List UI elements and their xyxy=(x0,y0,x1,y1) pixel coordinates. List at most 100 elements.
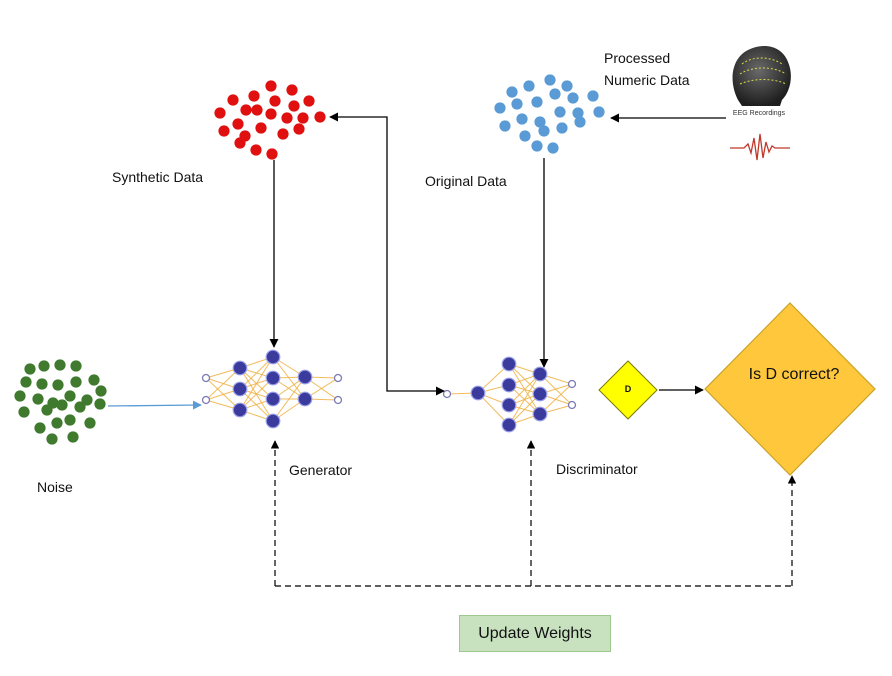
original-data-point xyxy=(531,140,543,152)
synthetic-data-point xyxy=(288,100,300,112)
neuron xyxy=(501,397,517,413)
original-data-point xyxy=(593,106,605,118)
io-node xyxy=(567,379,577,389)
network-connection xyxy=(239,356,274,411)
original-data-point xyxy=(561,80,573,92)
synthetic-data-point xyxy=(293,123,305,135)
original-data-point xyxy=(511,98,523,110)
original-data-point xyxy=(567,92,579,104)
neuron xyxy=(265,349,281,365)
noise-data-point xyxy=(74,401,86,413)
original-data-point xyxy=(506,86,518,98)
neuron xyxy=(232,360,248,376)
processed-label-line1: Processed xyxy=(604,50,671,66)
neuron xyxy=(501,356,517,372)
synthetic-data-point xyxy=(266,148,278,160)
eeg-recordings-caption: EEG Recordings xyxy=(732,110,786,117)
noise-data-point xyxy=(88,374,100,386)
original-data-point xyxy=(534,116,546,128)
original-data-point xyxy=(519,130,531,142)
neuron xyxy=(532,386,548,402)
noise-data-point xyxy=(51,417,63,429)
synthetic-data-point xyxy=(227,94,239,106)
neuron xyxy=(297,369,313,385)
generator-network xyxy=(201,349,343,429)
original-data-point xyxy=(531,96,543,108)
synthetic-data-point xyxy=(218,125,230,137)
io-node xyxy=(567,400,577,410)
original-data-point xyxy=(523,80,535,92)
decision-label: Is D correct? xyxy=(748,366,840,383)
synthetic-data-point xyxy=(269,95,281,107)
original-data-point xyxy=(549,88,561,100)
noise-data-point xyxy=(18,406,30,418)
neuron xyxy=(501,417,517,433)
eeg-head-icon xyxy=(732,46,791,106)
noise-data-point xyxy=(95,385,107,397)
synthetic-data-point xyxy=(251,104,263,116)
io-node xyxy=(333,373,343,383)
noise-data-point xyxy=(52,379,64,391)
original-data-point xyxy=(538,125,550,137)
original-data-point xyxy=(516,113,528,125)
noise-data-point xyxy=(67,431,79,443)
processed-numeric-data-label: Processed Numeric Data xyxy=(604,47,724,91)
noise-data-point xyxy=(70,376,82,388)
neuron xyxy=(232,402,248,418)
io-node xyxy=(442,389,452,399)
synthetic-data-point xyxy=(281,112,293,124)
network-connection xyxy=(477,392,510,426)
original-data-point xyxy=(554,106,566,118)
noise-data-point xyxy=(20,376,32,388)
d-output-diamond xyxy=(598,360,658,420)
arrow-synthetic-to-discriminator xyxy=(329,112,445,396)
synthetic-data-point xyxy=(240,104,252,116)
discriminator-label: Discriminator xyxy=(556,461,638,477)
noise-data-point xyxy=(32,393,44,405)
synthetic-data-point xyxy=(314,111,326,123)
neuron xyxy=(470,385,486,401)
noise-data-point xyxy=(36,378,48,390)
neuron xyxy=(532,406,548,422)
synthetic-data-point xyxy=(265,108,277,120)
noise-data-point xyxy=(46,433,58,445)
noise-data-point xyxy=(38,360,50,372)
original-data-point xyxy=(556,122,568,134)
noise-data-point xyxy=(34,422,46,434)
neuron xyxy=(532,366,548,382)
noise-label: Noise xyxy=(37,479,73,495)
noise-data-point xyxy=(94,398,106,410)
decision-diamond xyxy=(704,302,876,476)
processed-label-line2: Numeric Data xyxy=(604,72,690,88)
generator-label: Generator xyxy=(289,462,353,478)
noise-data-point xyxy=(81,394,93,406)
noise-data-point xyxy=(54,359,66,371)
original-data-point xyxy=(494,102,506,114)
neuron xyxy=(297,391,313,407)
original-data-point xyxy=(499,120,511,132)
network-connection xyxy=(272,376,306,422)
noise-data-point xyxy=(64,414,76,426)
network-connection xyxy=(205,367,241,401)
discriminator-network xyxy=(442,356,577,433)
synthetic-data-point xyxy=(234,137,246,149)
original-data-point xyxy=(547,142,559,154)
synthetic-data-point xyxy=(277,128,289,140)
noise-data-point xyxy=(64,390,76,402)
io-node xyxy=(201,395,211,405)
noise-data-point xyxy=(24,363,36,375)
noise-data-point xyxy=(41,404,53,416)
original-data-cluster xyxy=(494,74,605,154)
synthetic-data-point xyxy=(214,107,226,119)
d-output-label: D xyxy=(624,384,632,394)
synthetic-data-point xyxy=(248,90,260,102)
noise-data-point xyxy=(84,417,96,429)
original-data-label: Original Data xyxy=(425,173,507,189)
synthetic-data-point xyxy=(297,112,309,124)
neuron xyxy=(265,413,281,429)
noise-data-point xyxy=(14,390,26,402)
arrow-noise-to-generator xyxy=(107,400,202,410)
eeg-wave-icon xyxy=(730,133,790,161)
network-connection xyxy=(508,373,541,426)
neuron xyxy=(232,381,248,397)
